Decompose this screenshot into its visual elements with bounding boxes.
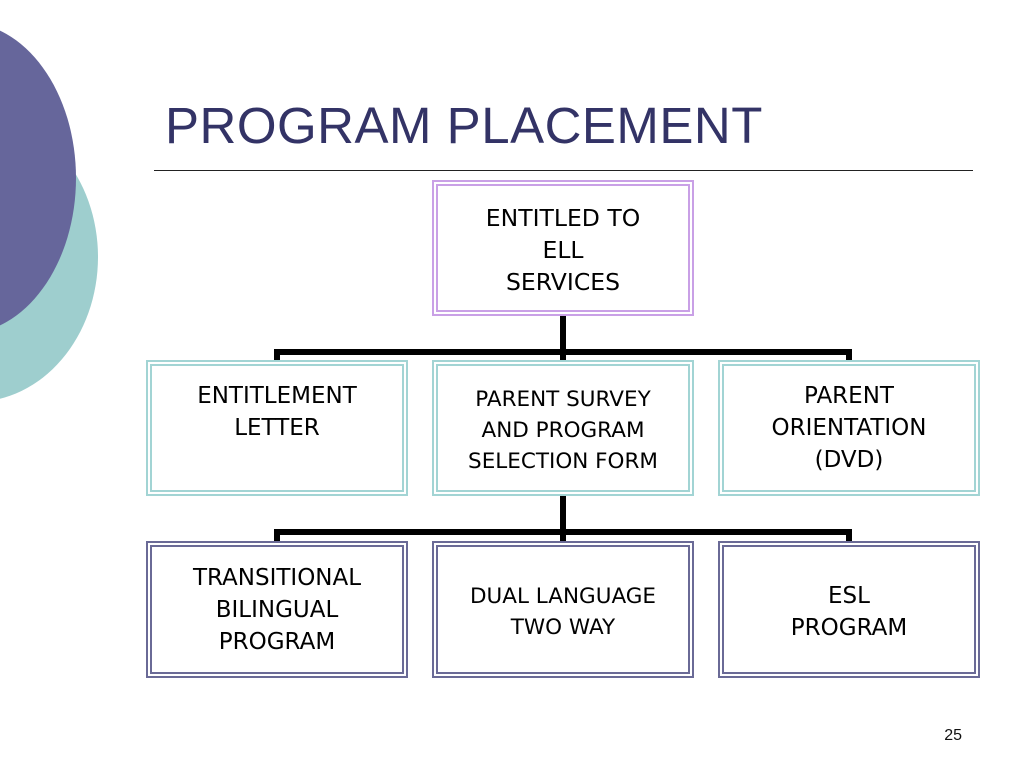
- node-entitlement-letter: ENTITLEMENT LETTER: [146, 360, 408, 496]
- title-divider: [154, 170, 973, 171]
- node-entitled-to-ell-services: ENTITLED TO ELL SERVICES: [432, 180, 694, 316]
- node-label: DUAL LANGUAGE TWO WAY: [469, 584, 657, 640]
- node-esl-program: ESL PROGRAM: [718, 541, 980, 678]
- node-parent-orientation: PARENT ORIENTATION (DVD): [718, 360, 980, 496]
- page-number: 25: [944, 727, 962, 744]
- node-transitional-bilingual-program: TRANSITIONAL BILINGUAL PROGRAM: [146, 541, 408, 678]
- node-parent-survey: PARENT SURVEY AND PROGRAM SELECTION FORM: [432, 360, 694, 496]
- node-label: PARENT ORIENTATION (DVD): [771, 383, 927, 473]
- node-dual-language-two-way: DUAL LANGUAGE TWO WAY: [432, 541, 694, 678]
- node-label: TRANSITIONAL BILINGUAL PROGRAM: [192, 565, 362, 655]
- slide-title: PROGRAM PLACEMENT: [165, 97, 763, 154]
- node-label: ENTITLED TO ELL SERVICES: [485, 204, 641, 296]
- node-label: ENTITLEMENT LETTER: [197, 383, 357, 441]
- node-label: PARENT SURVEY AND PROGRAM SELECTION FORM: [468, 387, 658, 474]
- node-label: ESL PROGRAM: [790, 583, 908, 641]
